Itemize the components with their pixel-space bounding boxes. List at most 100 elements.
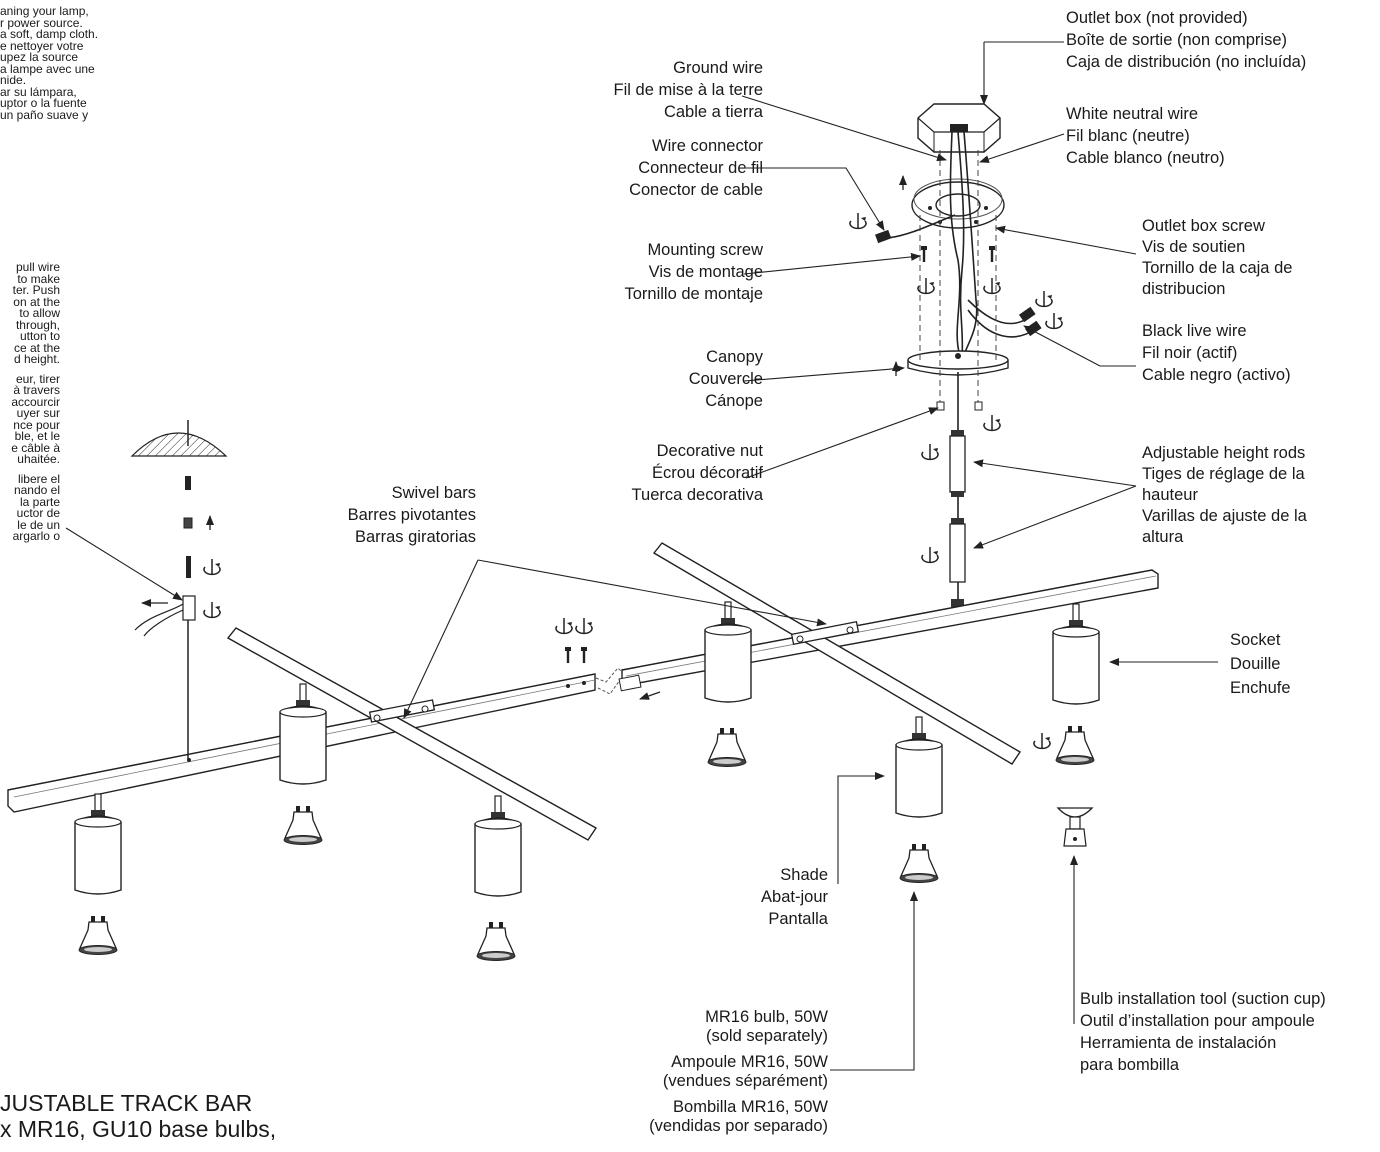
height-line-2: to make — [17, 271, 60, 286]
label-ground-wire-line-3: Cable a tierra — [663, 103, 763, 121]
label-wire-connector-line-3: Conector de cable — [629, 181, 763, 199]
label-bulb-tool-line-3: Herramienta de instalación — [1080, 1034, 1277, 1052]
label-mounting-screw-line-1: Mounting screw — [647, 241, 763, 259]
cleaning-instructions: aning your lamp,r power source.a soft, d… — [0, 4, 99, 122]
height-rods — [949, 372, 966, 607]
height-line-11: eur, tirer — [15, 371, 60, 386]
label-mounting-screw-line-3: Tornillo de montaje — [624, 285, 764, 303]
label-bulb-line-3 — [649, 1045, 828, 1053]
height-line-15: nce pour — [13, 417, 60, 432]
height-line-9: d height. — [13, 352, 60, 366]
height-line-22: la parte — [19, 494, 60, 509]
product-title-line-1: JUSTABLE TRACK BAR — [0, 1090, 253, 1116]
outlet-box — [917, 103, 1001, 153]
swivel-plates — [368, 621, 860, 723]
height-line-23: uctor de — [16, 506, 60, 520]
connector-screws — [563, 645, 589, 665]
label-bulb-line-2: (sold separately) — [706, 1026, 828, 1045]
label-bulb-line-1: MR16 bulb, 50W — [705, 1008, 828, 1026]
label-bulb-line-8: (vendidas por separado) — [649, 1116, 828, 1135]
wires — [887, 131, 1035, 357]
cleaning-line-1: aning your lamp, — [0, 4, 89, 18]
label-swivel-bars-line-3: Barras giratorias — [354, 528, 476, 546]
height-line-25: argarlo o — [12, 529, 60, 543]
label-height-rods-line-3: hauteur — [1142, 486, 1198, 504]
label-shade-line-1: Shade — [780, 866, 828, 884]
label-swivel-bars-line-1: Swivel bars — [391, 484, 476, 502]
label-decorative-nut-line-2: Écrou décoratif — [652, 464, 763, 482]
cleaning-line-3: a soft, damp cloth. — [0, 27, 99, 41]
decorative-nuts — [936, 401, 983, 411]
label-bulb-tool-line-1: Bulb installation tool (suction cup) — [1080, 990, 1326, 1008]
label-socket-line-1: Socket — [1230, 631, 1281, 649]
label-decorative-nut-line-3: Tuerca decorativa — [631, 486, 763, 504]
label-bulb-tool: Bulb installation tool (suction cup) Outi… — [1080, 988, 1326, 1076]
height-line-13: accourcir — [11, 394, 60, 409]
guide-lines — [919, 150, 997, 402]
cleaning-line-4: e nettoyer votre — [0, 38, 84, 53]
cleaning-line-5: upez la source — [0, 50, 79, 64]
label-outlet-box-line-2: Boîte de sortie (non comprise) — [1066, 31, 1288, 49]
label-outlet-box: Outlet box (not provided) Boîte de sortie… — [1066, 7, 1306, 73]
product-title-line-2: x MR16, GU10 base bulbs, — [0, 1116, 277, 1142]
label-bulb-tool-line-4: para bombilla — [1080, 1056, 1180, 1074]
label-shade-line-3: Pantalla — [768, 910, 828, 928]
label-canopy-line-3: Cánope — [705, 392, 763, 410]
label-outlet-box-screw-line-2: Vis de soutien — [1142, 238, 1246, 256]
label-socket-line-3: Enchufe — [1230, 679, 1291, 697]
label-bulb-line-4: Ampoule MR16, 50W — [671, 1053, 828, 1071]
label-height-rods-line-4: Varillas de ajuste de la — [1142, 507, 1307, 525]
label-wire-connector-line-2: Connecteur de fil — [638, 159, 763, 177]
label-outlet-box-line-3: Caja de distribución (no incluída) — [1066, 53, 1307, 71]
height-line-14: uyer sur — [16, 406, 60, 420]
mounting-bracket — [911, 178, 1005, 229]
label-white-neutral-wire-line-3: Cable blanco (neutro) — [1066, 149, 1225, 167]
label-outlet-box-line-1: Outlet box (not provided) — [1066, 9, 1248, 27]
label-white-neutral-wire-line-1: White neutral wire — [1066, 105, 1199, 123]
track-bars — [7, 542, 1159, 841]
height-line-17: e câble à — [11, 440, 60, 455]
label-outlet-box-screw-line-4: distribucion — [1142, 280, 1226, 298]
cleaning-line-10: un paño suave y — [0, 107, 89, 122]
label-shade-line-2: Abat-jour — [761, 888, 828, 906]
label-bulb: MR16 bulb, 50W(sold separately) Ampoule … — [649, 1008, 828, 1135]
height-line-1: pull wire — [15, 260, 60, 274]
label-black-live-wire-line-3: Cable negro (activo) — [1142, 366, 1291, 384]
label-bulb-tool-line-2: Outil d’installation pour ampoule — [1080, 1012, 1315, 1030]
height-line-21: nando el — [13, 483, 60, 497]
leader-lines — [65, 41, 1218, 1071]
label-decorative-nut-line-1: Decorative nut — [656, 442, 763, 460]
label-white-neutral-wire-line-2: Fil blanc (neutre) — [1066, 127, 1190, 145]
cleaning-line-8: ar su lámpara, — [0, 84, 77, 99]
height-line-3: ter. Push — [12, 283, 60, 297]
label-black-live-wire-line-2: Fil noir (actif) — [1142, 344, 1238, 362]
label-canopy-line-1: Canopy — [706, 348, 763, 366]
height-line-20: libere el — [17, 471, 60, 486]
label-canopy-line-2: Couvercle — [688, 370, 763, 388]
label-black-live-wire-line-1: Black live wire — [1142, 322, 1247, 340]
suction-cup-tool — [1056, 807, 1094, 847]
cleaning-line-7: nide. — [0, 73, 27, 87]
label-bulb-line-6 — [649, 1090, 828, 1098]
label-mounting-screw-line-2: Vis de montage — [648, 263, 763, 281]
label-bulb-line-5: (vendues séparément) — [662, 1071, 828, 1090]
height-line-7: utton to — [19, 329, 60, 343]
canopy — [907, 350, 1009, 376]
cleaning-line-2: r power source. — [0, 15, 83, 30]
label-height-rods-line-5: altura — [1142, 528, 1184, 546]
label-bulb-line-7: Bombilla MR16, 50W — [673, 1098, 828, 1116]
label-swivel-bars-line-2: Barres pivotantes — [347, 506, 476, 524]
